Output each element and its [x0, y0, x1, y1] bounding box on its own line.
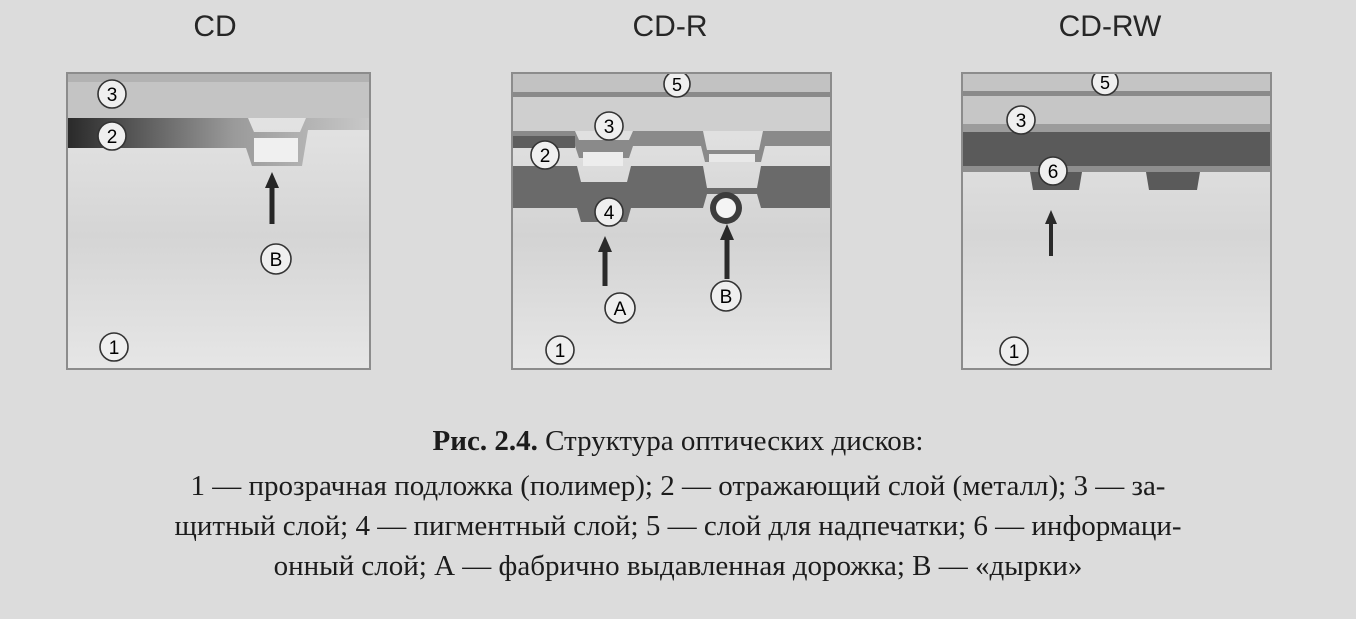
figure-title: Структура оптических дисков:: [537, 425, 924, 457]
marker-circle-6: [1038, 156, 1068, 186]
pit-highlight: [254, 138, 298, 162]
marker-circle-b: [710, 280, 742, 312]
marker-circle-1: [999, 336, 1029, 366]
marker-circle-5: [663, 74, 691, 98]
marker-circle-4: [594, 197, 624, 227]
panel-title-cd-rw: CD-RW: [1058, 10, 1162, 43]
cd-diagram: 3 2 B 1: [66, 72, 371, 370]
marker-circle-3: [594, 111, 624, 141]
marker-circle-b: [260, 243, 292, 275]
marker-label-1: 1: [1009, 342, 1020, 363]
marker-circle-1: [99, 332, 129, 362]
marker-label-2: 2: [107, 127, 118, 148]
marker-label-3: 3: [107, 85, 118, 106]
panel-title-cd-r: CD-R: [632, 10, 708, 43]
marker-circle-a: [604, 292, 636, 324]
cd-rw-diagram: 5 3 6 1: [961, 72, 1272, 370]
cd-diagram-svg: 3 2 B 1: [68, 74, 369, 368]
marker-circle-5: [1091, 74, 1119, 96]
marker-label-b: B: [720, 287, 733, 308]
pigment-layer: [513, 166, 830, 222]
figure-label: Рис. 2.4.: [432, 425, 538, 457]
marker-label-a: A: [614, 299, 627, 320]
figure-caption-line-3: щитный слой; 4 — пигментный слой; 5 — сл…: [174, 510, 1182, 542]
marker-label-4: 4: [604, 203, 615, 224]
protective-layer: [513, 97, 830, 131]
cd-r-diagram: 5 3 2 4 A B 1: [511, 72, 832, 370]
marker-circle-2: [530, 140, 560, 170]
marker-circle-3: [1006, 105, 1036, 135]
marker-circle-2: [97, 121, 127, 151]
marker-label-1: 1: [555, 341, 566, 362]
marker-label-2: 2: [540, 146, 551, 167]
marker-circle-1: [545, 335, 575, 365]
cd-rw-diagram-svg: 5 3 6 1: [963, 74, 1270, 368]
marker-label-b: B: [270, 250, 283, 271]
marker-label-3: 3: [604, 117, 615, 138]
cd-r-diagram-svg: 5 3 2 4 A B 1: [513, 74, 830, 368]
marker-label-5: 5: [1100, 74, 1110, 93]
marker-circle-3: [97, 79, 127, 109]
figure-caption-line-4: онный слой; А — фабрично выдавленная дор…: [273, 550, 1083, 582]
marker-label-5: 5: [672, 75, 682, 95]
marker-label-1: 1: [109, 338, 120, 359]
figure-caption-title: Рис. 2.4. Структура оптических дисков:: [0, 425, 1356, 458]
panel-title-cd: CD: [193, 10, 237, 43]
marker-label-6: 6: [1048, 162, 1059, 183]
figure-caption-line-2: 1 — прозрачная подложка (полимер); 2 — о…: [190, 470, 1166, 502]
marker-label-3: 3: [1016, 111, 1027, 132]
